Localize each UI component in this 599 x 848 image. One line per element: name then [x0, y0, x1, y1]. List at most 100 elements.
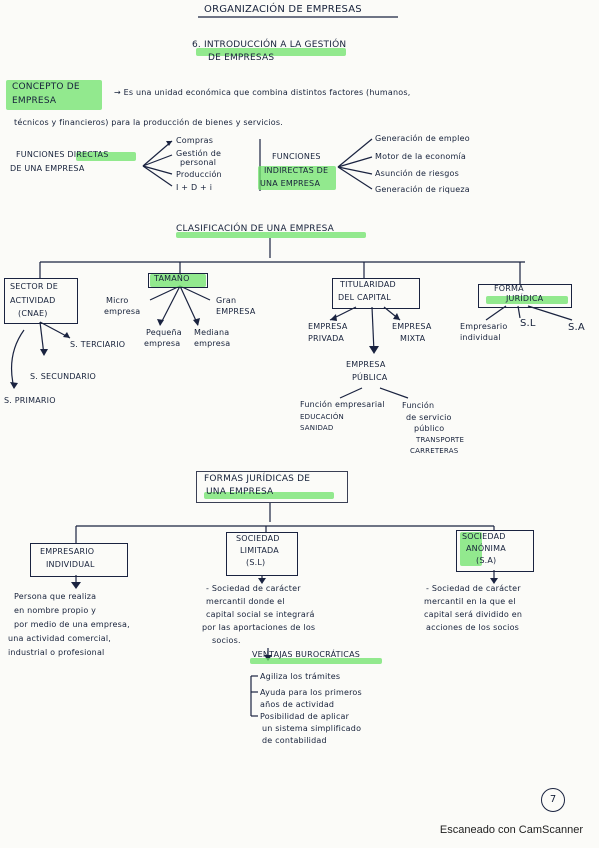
legal-form-label-line2: JURÍDICA	[506, 294, 544, 303]
ownership-box	[332, 278, 420, 309]
sector-label-line1: SECTOR DE	[10, 282, 59, 291]
sl-desc-line: por las aportaciones de los	[202, 623, 316, 632]
sl-desc-line: socios.	[212, 636, 241, 645]
direct-function-item: personal	[180, 158, 217, 167]
ownership-fn-servicio-item: CARRETERAS	[410, 447, 459, 455]
sa-desc-line: - Sociedad de carácter	[426, 584, 521, 593]
ownership-fn-servicio-line2: de servicio	[406, 413, 452, 422]
individual-desc-line: industrial o profesional	[8, 648, 105, 657]
indirect-functions-label-line1: FUNCIONES	[272, 152, 321, 161]
direct-function-item: Compras	[176, 136, 214, 145]
ownership-fn-empresarial-item: EDUCACIÓN	[300, 413, 344, 421]
size-pequena-line1: Pequeña	[146, 328, 182, 337]
legal-forms-title-line1: FORMAS JURÍDICAS DE	[204, 474, 311, 484]
page-title: ORGANIZACIÓN DE EMPRESAS	[204, 4, 362, 15]
indirect-functions-label-line2: INDIRECTAS DE	[264, 166, 329, 175]
highlight	[76, 152, 136, 161]
size-gran-line1: Gran	[216, 296, 237, 305]
sl-box	[226, 532, 298, 576]
size-mediana-line2: empresa	[194, 339, 231, 348]
legal-forms-title-line2: UNA EMPRESA	[206, 487, 274, 497]
scanner-watermark: Escaneado con CamScanner	[439, 824, 583, 836]
individual-desc-line: una actividad comercial,	[8, 634, 112, 643]
sl-desc-line: capital social se integrará	[206, 610, 315, 619]
sector-primario: S. PRIMARIO	[4, 396, 56, 405]
ownership-publica-line1: EMPRESA	[346, 360, 386, 369]
ownership-fn-servicio-item: TRANSPORTE	[416, 436, 465, 444]
individual-label-line1: EMPRESARIO	[40, 547, 95, 556]
sector-label-line2: ACTIVIDAD	[10, 296, 56, 305]
ownership-mixta-line2: MIXTA	[400, 334, 426, 343]
size-label: TAMAÑO	[154, 274, 190, 283]
size-gran-line2: EMPRESA	[216, 307, 256, 316]
ownership-privada-line2: PRIVADA	[308, 334, 345, 343]
concept-definition-line1: → Es una unidad económica que combina di…	[114, 88, 411, 97]
size-mediana-line1: Mediana	[194, 328, 230, 337]
sector-secundario: S. SECUNDARIO	[30, 372, 97, 381]
advantages-item: Agiliza los trámites	[260, 672, 341, 681]
sa-label-line3: (S.A)	[476, 556, 497, 565]
sa-box	[456, 530, 534, 572]
ownership-label-line1: TITULARIDAD	[340, 280, 396, 289]
highlight	[150, 274, 206, 287]
classification-title: CLASIFICACIÓN DE UNA EMPRESA	[176, 224, 335, 234]
individual-desc-line: por medio de una empresa,	[14, 620, 130, 629]
advantages-item: un sistema simplificado	[262, 724, 362, 733]
advantages-title: VENTAJAS BUROCRÁTICAS	[252, 650, 361, 659]
sl-label-line1: SOCIEDAD	[236, 534, 280, 543]
indirect-function-item: Generación de riqueza	[375, 185, 470, 194]
sector-label-line3: (CNAE)	[18, 309, 48, 318]
highlight	[204, 492, 334, 499]
sa-desc-line: acciones de los socios	[426, 623, 520, 632]
ownership-label-line2: DEL CAPITAL	[338, 293, 391, 302]
direct-function-item: Gestión de	[176, 149, 222, 158]
concept-definition-line2: técnicos y financieros) para la producci…	[14, 118, 283, 127]
sl-label-line3: (S.L)	[246, 558, 266, 567]
direct-function-item: I + D + i	[176, 183, 213, 192]
sa-label-line1: SOCIEDAD	[462, 532, 506, 541]
highlight	[250, 658, 382, 664]
highlight	[6, 80, 102, 110]
legal-form-sl: S.L	[520, 318, 536, 329]
ownership-fn-servicio-line1: Función	[402, 401, 435, 410]
indirect-function-item: Motor de la economía	[375, 152, 466, 161]
page-number: 7	[541, 788, 565, 812]
indirect-functions-label-line3: UNA EMPRESA	[260, 179, 321, 188]
advantages-item: años de actividad	[260, 700, 335, 709]
legal-form-box	[478, 284, 572, 308]
sa-label-line2: ANÓNIMA	[466, 544, 506, 553]
section-heading-line1: 6. INTRODUCCIÓN A LA GESTIÓN	[192, 40, 347, 50]
size-box	[148, 273, 208, 288]
sector-terciario: S. TERCIARIO	[70, 340, 126, 349]
legal-form-sa: S.A	[568, 322, 585, 333]
individual-desc-line: en nombre propio y	[14, 606, 97, 615]
size-micro-line1: Micro	[106, 296, 129, 305]
sl-desc-line: - Sociedad de carácter	[206, 584, 301, 593]
concept-label-line1: CONCEPTO DE	[12, 82, 80, 92]
ownership-fn-empresarial-item: SANIDAD	[300, 424, 334, 432]
sa-desc-line: capital será dividido en	[424, 610, 523, 619]
advantages-item: Posibilidad de aplicar	[260, 712, 350, 721]
legal-form-label-line1: FORMA	[494, 284, 524, 293]
ownership-privada-line1: EMPRESA	[308, 322, 348, 331]
size-pequena-line2: empresa	[144, 339, 181, 348]
sl-desc-line: mercantil donde el	[206, 597, 285, 606]
sl-label-line2: LIMITADA	[240, 546, 279, 555]
legal-form-individual-line1: Empresario	[460, 322, 508, 331]
ownership-mixta-line1: EMPRESA	[392, 322, 432, 331]
individual-box	[30, 543, 128, 577]
individual-label-line2: INDIVIDUAL	[46, 560, 95, 569]
highlight	[196, 48, 346, 56]
ownership-fn-servicio-line3: público	[414, 424, 445, 433]
legal-form-individual-line2: individual	[460, 333, 501, 342]
highlight	[460, 532, 482, 566]
ownership-publica-line2: PÚBLICA	[352, 373, 388, 382]
advantages-item: de contabilidad	[262, 736, 327, 745]
section-heading-line2: DE EMPRESAS	[208, 53, 275, 63]
highlight	[258, 166, 336, 190]
legal-forms-title-box	[196, 471, 348, 503]
individual-desc-line: Persona que realiza	[14, 592, 97, 601]
direct-function-item: Producción	[176, 170, 222, 179]
indirect-function-item: Generación de empleo	[375, 134, 470, 143]
